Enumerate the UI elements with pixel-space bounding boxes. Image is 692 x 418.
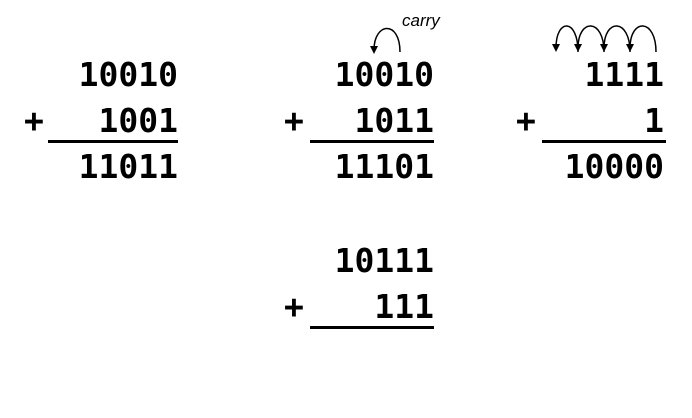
carry-arrow-problem-2 [370,27,401,54]
sum: 10000 [564,147,664,186]
addend-1: 10010 [334,55,434,94]
addend-1: 10111 [334,241,434,280]
sum-rule [310,140,434,143]
addend-2: 1011 [354,101,434,140]
carry-arrow-problem-3-d [552,25,579,53]
addend-2: 1 [644,101,664,140]
sum-rule [48,140,178,143]
sum-rule [310,326,434,329]
addend-2: 111 [374,287,434,326]
addend-2: 1001 [98,101,178,140]
sum: 11101 [334,147,434,186]
sum-rule [542,140,666,143]
plus-sign: + [516,101,536,140]
sum: 11011 [78,147,178,186]
carry-arrow-problem-3-b [600,25,631,53]
addend-1: 10010 [78,55,178,94]
plus-sign: + [284,287,304,326]
plus-sign: + [284,101,304,140]
carry-label: carry [402,11,440,30]
addend-1: 1111 [584,55,664,94]
carry-arrow-problem-3-a [626,25,657,53]
plus-sign: + [24,101,44,140]
carry-arrow-problem-3-c [574,25,605,53]
